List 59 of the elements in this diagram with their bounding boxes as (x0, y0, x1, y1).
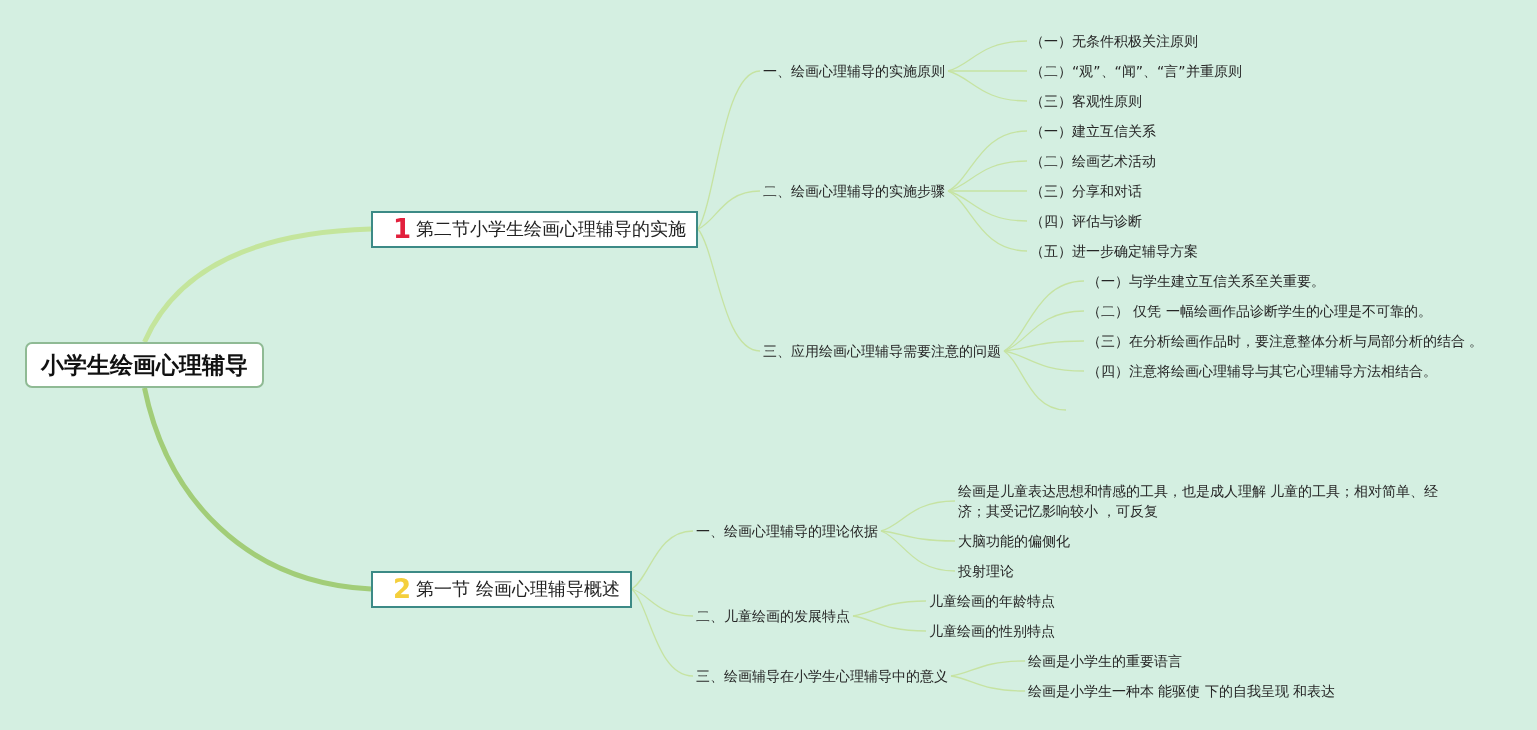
leaf-text: （二） 仅凭 一幅绘画作品诊断学生的心理是不可靠的。 (1084, 301, 1435, 321)
connector-line (947, 160, 1028, 192)
branch-text: 一、绘画心理辅导的理论依据 (693, 521, 881, 541)
connector-line (1003, 280, 1085, 352)
leaf-text: （三）客观性原则 (1027, 91, 1145, 111)
connector-line (880, 530, 956, 542)
leaf-text: （一）无条件积极关注原则 (1027, 31, 1201, 51)
leaf-text: （三）在分析绘画作品时，要注意整体分析与局部分析的结合 。 (1084, 331, 1487, 351)
connector-line (631, 530, 694, 590)
section-number: 1 (393, 216, 412, 242)
connector-line (852, 615, 927, 632)
leaf-text: （二）绘画艺术活动 (1027, 151, 1159, 171)
connector-line (1003, 350, 1067, 411)
leaf-text: （四）注意将绘画心理辅导与其它心理辅导方法相结合。 (1084, 361, 1440, 381)
branch-text: 三、应用绘画心理辅导需要注意的问题 (760, 341, 1004, 361)
leaf-text: （二）“观”、“闻”、“言”并重原则 (1027, 61, 1245, 81)
section-title: 第二节小学生绘画心理辅导的实施 (416, 218, 687, 240)
leaf-text: 儿童绘画的性别特点 (926, 621, 1058, 641)
leaf-text: 绘画是儿童表达思想和情感的工具，也是成人理解 儿童的工具；相对简单、经济；其受记忆影响较小 ，可反复 (955, 481, 1449, 521)
leaf-text: 绘画是小学生的重要语言 (1025, 651, 1185, 671)
branch-text: 二、儿童绘画的发展特点 (693, 606, 853, 626)
connector-line (880, 500, 956, 532)
branch-text: 三、绘画辅导在小学生心理辅导中的意义 (693, 666, 951, 686)
connector-line (1003, 340, 1085, 352)
leaf-text: （三）分享和对话 (1027, 181, 1145, 201)
connector-line (631, 588, 694, 617)
leaf-text: （一）建立互信关系 (1027, 121, 1159, 141)
branch-text: 一、绘画心理辅导的实施原则 (760, 61, 948, 81)
section-number: 2 (393, 576, 412, 602)
branch-text: 二、绘画心理辅导的实施步骤 (760, 181, 948, 201)
connector-line (142, 387, 372, 592)
central-topic-box: 小学生绘画心理辅导 (25, 342, 264, 388)
connector-line (950, 675, 1026, 692)
connector-line (697, 70, 761, 230)
connector-line (880, 530, 956, 572)
leaf-text: （四）评估与诊断 (1027, 211, 1145, 231)
leaf-text: 儿童绘画的年龄特点 (926, 591, 1058, 611)
connector-line (1003, 310, 1085, 352)
topic-box (371, 570, 632, 608)
connector-line (1003, 350, 1085, 372)
connector-line (947, 190, 1028, 222)
connector-line (697, 190, 761, 230)
leaf-text: 投射理论 (955, 561, 1017, 581)
connector-line (947, 130, 1028, 192)
connector-line (697, 228, 761, 352)
connector-line (947, 190, 1028, 252)
connector-line (852, 600, 927, 617)
leaf-text: 大脑功能的偏侧化 (955, 531, 1073, 551)
leaf-text: 绘画是小学生一种本 能驱使 下的自我呈现 和表达 (1025, 681, 1339, 701)
connector-line (142, 226, 372, 344)
connector-line (947, 70, 1028, 102)
connector-line (631, 588, 694, 677)
leaf-text: （五）进一步确定辅导方案 (1027, 241, 1201, 261)
connector-line (947, 40, 1028, 72)
section-title: 第一节 绘画心理辅导概述 (416, 578, 620, 600)
connector-line (950, 660, 1026, 677)
topic-box (371, 210, 699, 248)
leaf-text: （一）与学生建立互信关系至关重要。 (1084, 271, 1328, 291)
connector-line (947, 70, 1028, 72)
